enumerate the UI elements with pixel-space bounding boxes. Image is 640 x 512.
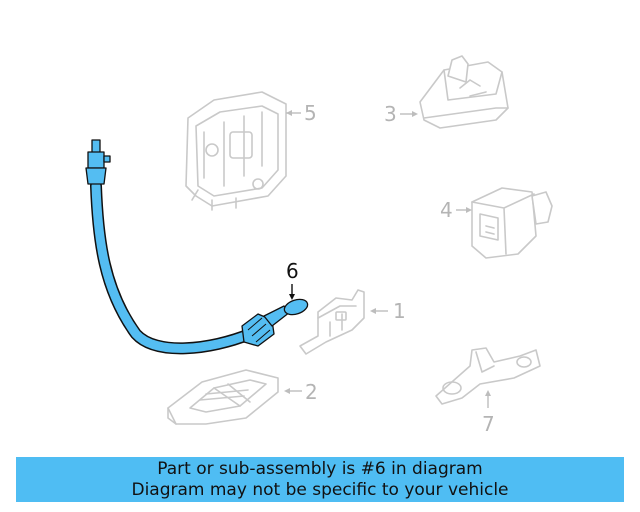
part-5-latch-actuator bbox=[185, 91, 287, 211]
banner-line-2: Diagram may not be specific to your vehi… bbox=[131, 479, 509, 500]
info-banner: Part or sub-assembly is #6 in diagram Di… bbox=[16, 457, 624, 502]
callout-3: 3 bbox=[384, 102, 397, 126]
callout-7: 7 bbox=[482, 412, 495, 436]
banner-line-1: Part or sub-assembly is #6 in diagram bbox=[157, 458, 483, 479]
callout-5: 5 bbox=[304, 101, 317, 125]
callout-4: 4 bbox=[440, 198, 453, 222]
part-1-bracket bbox=[299, 289, 365, 355]
callout-6: 6 bbox=[286, 259, 299, 283]
part-4-connector bbox=[471, 187, 553, 259]
part-2-pad bbox=[167, 369, 279, 425]
part-6-release-cable[interactable] bbox=[85, 139, 310, 355]
callout-2: 2 bbox=[305, 380, 318, 404]
part-7-retainer bbox=[435, 347, 541, 405]
callout-1: 1 bbox=[393, 299, 406, 323]
part-3-switch bbox=[419, 55, 509, 129]
